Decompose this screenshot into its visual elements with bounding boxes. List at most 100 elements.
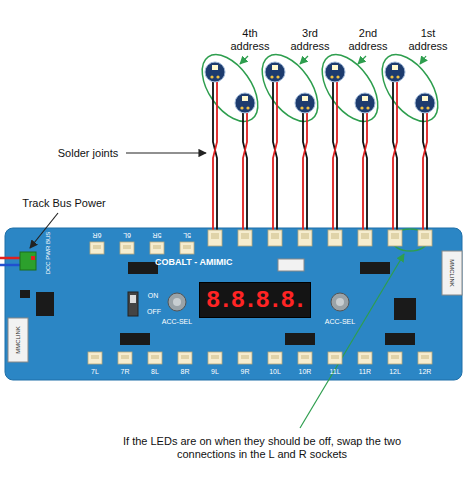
socket-slot [361, 355, 369, 359]
led-board [295, 93, 315, 113]
socket-slot [331, 355, 339, 359]
socket-label: 5R [153, 231, 162, 239]
socket-slot [181, 355, 189, 359]
socket [148, 352, 162, 364]
socket [388, 230, 402, 246]
solder-pad [210, 75, 213, 78]
led-display: 8.8.8.8. [199, 282, 311, 318]
acc-sel-button [331, 293, 349, 311]
socket-label: 9R [241, 368, 250, 376]
socket-slot [391, 233, 399, 239]
leader-arrow [420, 56, 426, 64]
socket [418, 352, 432, 364]
acc-sel-button [173, 298, 181, 306]
led [272, 65, 278, 70]
socket-slot [421, 233, 429, 239]
socket-label: 8L [151, 368, 159, 376]
connector-label: DCC PWR BUS [45, 232, 52, 275]
socket-slot [241, 355, 249, 359]
socket-slot [361, 233, 369, 239]
socket-label: 12R [419, 368, 432, 376]
socket-label: 10R [299, 368, 312, 376]
circuit-board [5, 228, 462, 380]
solder-pad [276, 75, 279, 78]
socket [150, 242, 164, 254]
ic-chip [360, 262, 390, 274]
socket-slot [123, 245, 131, 249]
socket [298, 352, 312, 364]
ic-chip [394, 298, 416, 320]
display-digits: 8.8.8.8. [206, 289, 304, 313]
ic-chip [285, 333, 315, 345]
socket-slot [211, 355, 219, 359]
solder-pad [306, 106, 309, 109]
led-wire [213, 82, 217, 232]
solder-pad [336, 75, 339, 78]
solder-pad [270, 75, 273, 78]
solder-pad [240, 106, 243, 109]
socket-slot [241, 233, 249, 239]
socket-slot [271, 233, 279, 239]
led-wire [303, 113, 307, 232]
solder-pad [420, 106, 423, 109]
solder-pad [246, 106, 249, 109]
led-board [415, 93, 435, 113]
socket [418, 230, 432, 246]
small-component [20, 290, 30, 298]
led-board [385, 62, 405, 82]
socket [90, 242, 104, 254]
socket-slot [151, 355, 159, 359]
power-wire [0, 264, 22, 267]
socket-label: 6L [123, 231, 131, 239]
led-wire [303, 113, 307, 232]
led-board [235, 93, 255, 113]
address-label: 4th address [226, 27, 274, 52]
led-board [355, 93, 375, 113]
socket-slot [211, 233, 219, 239]
on-off-switch [128, 292, 138, 316]
socket-slot [301, 355, 309, 359]
socket-slot [183, 245, 191, 249]
leader-arrow [358, 56, 366, 64]
socket [328, 230, 342, 246]
address-group [251, 45, 329, 131]
socket [328, 352, 342, 364]
ic-chip [128, 262, 158, 274]
socket [238, 352, 252, 364]
switch-label: OFF [147, 308, 161, 316]
callout-label: Solder joints [58, 147, 119, 160]
address-label: 1st address [404, 27, 452, 52]
socket [208, 352, 222, 364]
socket [268, 230, 282, 246]
mmclink-connector [8, 318, 28, 362]
solder-pad [390, 75, 393, 78]
solder-pad [216, 75, 219, 78]
led-wire [213, 82, 217, 232]
solder-pad [366, 106, 369, 109]
solder-pad [396, 75, 399, 78]
power-wire [0, 257, 22, 260]
led-board [205, 62, 225, 82]
socket [208, 230, 222, 246]
terminal-indicator [31, 256, 35, 260]
socket [358, 352, 372, 364]
led [302, 96, 308, 101]
socket [388, 352, 402, 364]
address-label: 2nd address [344, 27, 392, 52]
button-label: ACC-SEL [325, 318, 355, 326]
led [212, 65, 218, 70]
socket-label: 9L [211, 368, 219, 376]
socket [178, 352, 192, 364]
address-group [311, 45, 389, 131]
switch-label: ON [148, 292, 159, 300]
led [422, 96, 428, 101]
socket-slot [271, 355, 279, 359]
socket-label: 10L [269, 368, 281, 376]
connector-label: MMCLINK [15, 326, 22, 354]
socket-label: 7R [121, 368, 130, 376]
address-group [371, 45, 449, 131]
led-wire [243, 113, 247, 232]
terminal-block [20, 252, 36, 270]
led-wire [333, 82, 337, 232]
